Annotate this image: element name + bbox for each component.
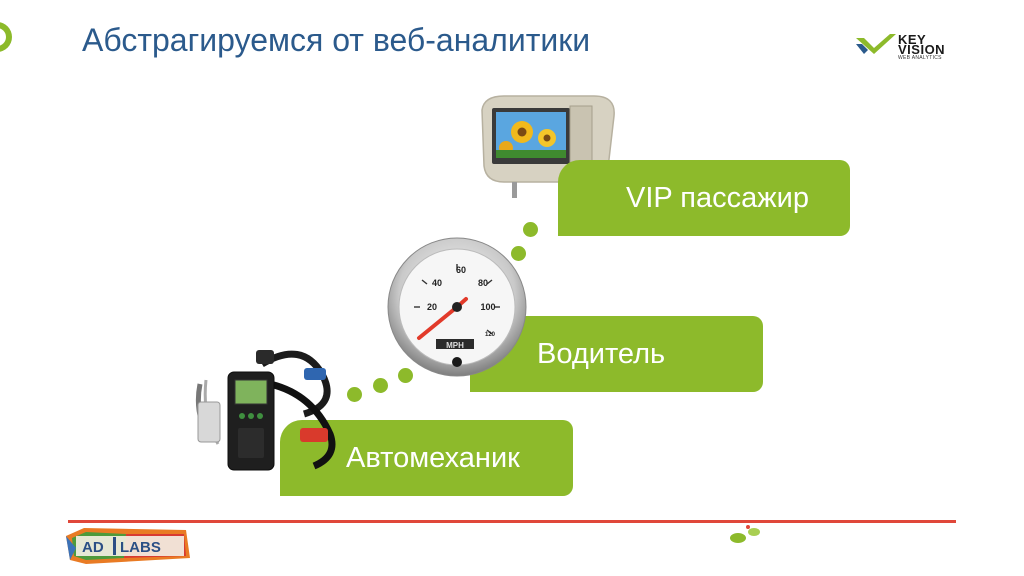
keyvision-logo: KEY VISION WEB ANALYTICS <box>856 32 966 62</box>
speedometer-unit: MPH <box>446 341 464 350</box>
speedometer-image: 20 40 60 80 100 120 MPH <box>387 237 527 377</box>
connector-dot <box>398 368 413 383</box>
connector-dot <box>523 222 538 237</box>
speedometer-tick-40: 40 <box>432 278 442 288</box>
role-label-mechanic: Автомеханик <box>346 441 520 474</box>
speedometer-tick-60: 60 <box>456 265 466 275</box>
role-pill-vip-passenger: VIP пассажир <box>558 160 850 236</box>
speedometer-tick-120: 120 <box>485 332 496 338</box>
droplets-decoration <box>730 525 760 543</box>
diagnostic-scanner-image <box>195 350 336 471</box>
slide-title: Абстрагируемся от веб-аналитики <box>82 22 591 58</box>
connector-dot <box>373 378 388 393</box>
keyvision-text-vision: VISION <box>898 42 946 57</box>
adlabs-text-ad: AD <box>82 539 104 556</box>
speedometer-tick-100: 100 <box>480 302 495 312</box>
corner-arc-decoration <box>0 22 12 52</box>
speedometer-tick-20: 20 <box>427 302 437 312</box>
role-label-vip-passenger: VIP пассажир <box>626 181 809 214</box>
adlabs-logo: AD LABS <box>66 528 190 564</box>
speedometer-tick-80: 80 <box>478 278 488 288</box>
footer-divider <box>68 520 956 523</box>
adlabs-text-labs: LABS <box>120 539 161 556</box>
role-pill-driver: Водитель <box>470 316 763 392</box>
role-label-driver: Водитель <box>537 337 666 370</box>
connector-dot <box>347 387 362 402</box>
keyvision-text-key: KEY <box>898 32 927 47</box>
keyvision-check-icon <box>856 34 896 54</box>
keyvision-subtitle: WEB ANALYTICS <box>898 55 942 61</box>
connector-dot <box>511 246 526 261</box>
